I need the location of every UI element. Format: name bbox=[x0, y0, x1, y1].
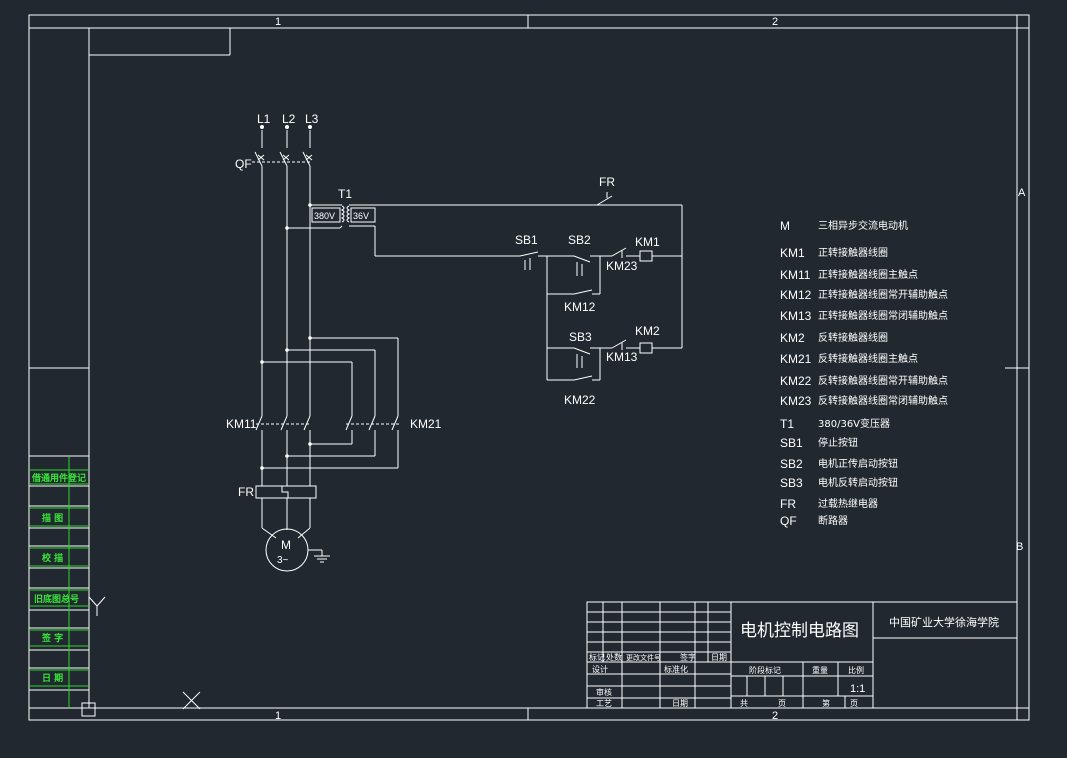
drawing-frame: 1 2 1 2 A B bbox=[28, 14, 1030, 722]
main-power-circuit: L1 L2 L3 QF bbox=[226, 112, 442, 572]
drawing-title: 电机控制电路图 bbox=[740, 621, 859, 641]
legend-description: 三相异步交流电动机 bbox=[818, 219, 908, 232]
transformer-t1: T1 380V 36V bbox=[311, 187, 682, 257]
tb-header-change: 更改文件号 bbox=[626, 653, 661, 662]
legend-code: KM22 bbox=[780, 374, 812, 388]
legend-code: SB2 bbox=[780, 457, 803, 471]
tb-sheets: 页 bbox=[778, 699, 786, 708]
legend-code: KM21 bbox=[780, 352, 812, 366]
institution-name: 中国矿业大学徐海学院 bbox=[889, 615, 999, 629]
legend-code: KM2 bbox=[780, 331, 805, 345]
legend-code: T1 bbox=[780, 417, 794, 431]
tb-header-stage: 阶段标记 bbox=[749, 665, 781, 675]
tb-header-mark: 标记 bbox=[589, 652, 605, 662]
zone-bottom-2: 2 bbox=[772, 710, 778, 722]
side-label-date: 日 期 bbox=[42, 672, 63, 684]
tb-total: 共 bbox=[740, 699, 748, 708]
tb-sheets-2: 页 bbox=[850, 699, 858, 708]
side-panel: 借通用件登记 描 图 校 描 旧底图总号 签 字 日 期 bbox=[29, 367, 89, 709]
legend-code: KM13 bbox=[780, 309, 812, 323]
legend-description: 反转接触器线圈常闭辅助触点 bbox=[818, 394, 948, 407]
legend-description: 反转接触器线圈主触点 bbox=[818, 352, 918, 365]
legend-code: FR bbox=[780, 497, 796, 511]
legend-code: M bbox=[780, 219, 790, 233]
legend-description: 电机正传启动按钮 bbox=[818, 457, 898, 470]
zone-top-1: 1 bbox=[275, 16, 281, 28]
tb-sheet-no: 第 bbox=[822, 698, 830, 708]
legend-description: 反转接触器线圈常开辅助触点 bbox=[818, 374, 948, 387]
label-t1: T1 bbox=[338, 187, 352, 201]
zone-top-2: 2 bbox=[772, 16, 778, 28]
label-km21-main: KM21 bbox=[410, 417, 442, 431]
label-km2-coil: KM2 bbox=[635, 324, 660, 338]
side-label-trace: 描 图 bbox=[42, 512, 63, 524]
legend-description: 380/36V变压器 bbox=[818, 417, 890, 430]
label-km23: KM23 bbox=[606, 259, 638, 273]
legend-description: 断路器 bbox=[818, 514, 848, 527]
side-label-check: 校 描 bbox=[42, 552, 63, 564]
zone-right-a: A bbox=[1018, 187, 1026, 199]
label-fr-contact: FR bbox=[599, 175, 615, 189]
label-t1-secondary: 36V bbox=[353, 211, 369, 221]
label-motor-m: M bbox=[281, 538, 291, 552]
legend-code: KM23 bbox=[780, 394, 812, 408]
zone-bottom-1: 1 bbox=[275, 710, 281, 722]
tb-scale-value: 1:1 bbox=[850, 683, 865, 695]
label-l3: L3 bbox=[305, 112, 319, 126]
tb-header-count: 处数 bbox=[606, 652, 622, 662]
control-circuit: FR SB1 SB2 KM23 KM1 KM12 SB3 bbox=[515, 175, 683, 407]
tb-header-date: 日期 bbox=[711, 653, 727, 662]
legend-description: 正转接触器线圈常开辅助触点 bbox=[818, 288, 948, 301]
tb-header-scale: 比例 bbox=[848, 665, 864, 675]
side-label-borrow: 借通用件登记 bbox=[31, 472, 86, 484]
label-km12: KM12 bbox=[564, 300, 596, 314]
legend-code: SB1 bbox=[780, 436, 803, 450]
legend-code: KM11 bbox=[780, 268, 811, 282]
legend-description: 停止按钮 bbox=[818, 436, 858, 449]
legend-description: 正转接触器线圈常闭辅助触点 bbox=[818, 309, 948, 322]
side-label-sign: 签 字 bbox=[41, 632, 63, 644]
label-km13: KM13 bbox=[606, 350, 638, 364]
label-qf: QF bbox=[235, 157, 252, 171]
label-sb2: SB2 bbox=[568, 233, 591, 247]
side-label-old-number: 旧底图总号 bbox=[34, 593, 79, 605]
tb-header-review: 审核 bbox=[596, 687, 612, 697]
tb-header-process: 工艺 bbox=[596, 699, 612, 708]
tb-header-standard: 标准化 bbox=[664, 664, 688, 674]
label-sb3: SB3 bbox=[569, 330, 592, 344]
label-t1-primary: 380V bbox=[314, 211, 335, 221]
legend-code: KM12 bbox=[780, 288, 812, 302]
label-l1: L1 bbox=[257, 112, 271, 126]
tb-header-design: 设计 bbox=[592, 664, 608, 674]
label-km11-main: KM11 bbox=[226, 417, 257, 431]
legend-description: 反转接触器线圈 bbox=[818, 331, 888, 344]
component-legend: M 三相异步交流电动机 KM1 正转接触器线圈 KM11 正转接触器线圈主触点 KM12 正转… bbox=[780, 219, 948, 528]
label-motor-3: 3~ bbox=[277, 555, 289, 566]
label-sb1: SB1 bbox=[515, 233, 538, 247]
legend-description: 过载热继电器 bbox=[818, 497, 878, 510]
tb-header-weight: 重量 bbox=[812, 665, 828, 675]
label-l2: L2 bbox=[282, 112, 296, 126]
legend-code: KM1 bbox=[780, 246, 805, 260]
tb-header-sign: 签字 bbox=[680, 652, 696, 662]
legend-code: QF bbox=[780, 514, 797, 528]
title-block: 电机控制电路图 中国矿业大学徐海学院 标记 处数 更改文件号 签字 日期 设计 … bbox=[586, 601, 1018, 709]
tb-header-approve-date: 日期 bbox=[672, 699, 688, 708]
label-fr-heater: FR bbox=[238, 485, 254, 499]
legend-description: 正转接触器线圈主触点 bbox=[818, 268, 918, 281]
legend-description: 电机反转启动按钮 bbox=[818, 476, 898, 489]
legend-code: SB3 bbox=[780, 476, 803, 490]
legend-description: 正转接触器线圈 bbox=[818, 246, 888, 259]
zone-right-b: B bbox=[1016, 541, 1023, 553]
label-km1-coil: KM1 bbox=[635, 235, 660, 249]
label-km22: KM22 bbox=[564, 393, 596, 407]
